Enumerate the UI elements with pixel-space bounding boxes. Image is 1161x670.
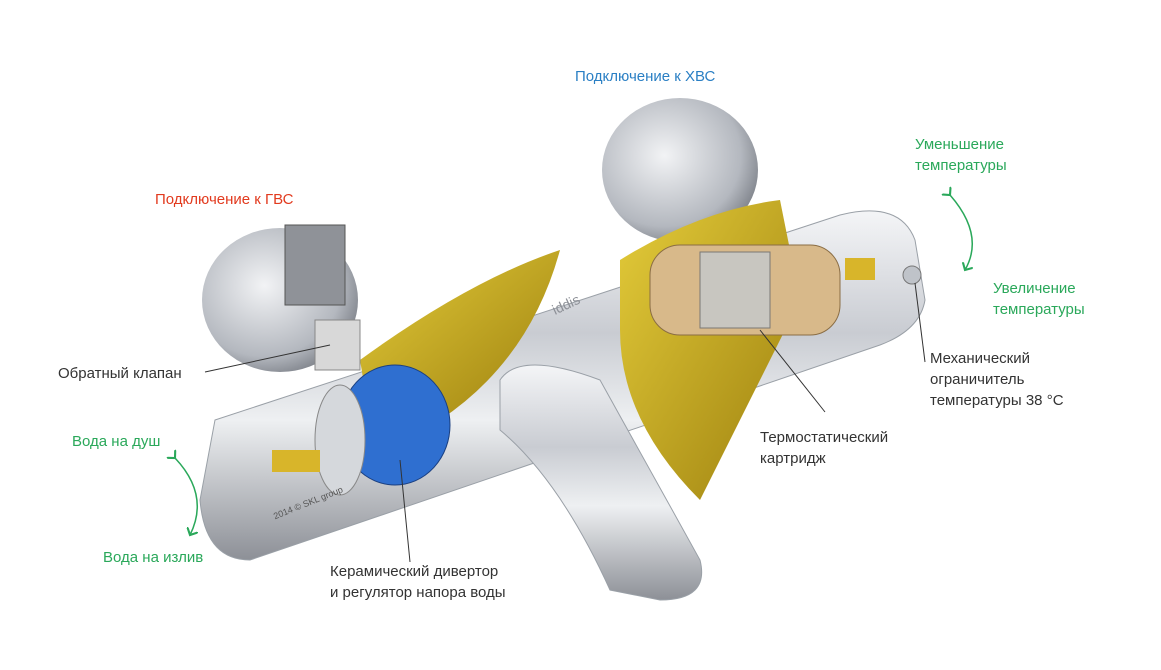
check-valve (314, 319, 361, 371)
spout (499, 364, 702, 601)
line: Уменьшение (915, 136, 1004, 153)
diverter-rotation-arrow (175, 458, 197, 535)
cartridge-filter (699, 251, 771, 329)
hot-inlet-fitting (284, 224, 346, 306)
line: Увеличение (993, 280, 1076, 297)
line: ограничитель (930, 371, 1025, 388)
label-to-shower: Вода на душ (72, 433, 161, 450)
limiter-button (902, 265, 922, 285)
line: Керамический дивертор (330, 563, 499, 580)
line: температуры 38 °С (930, 392, 1064, 409)
line: температуры (915, 157, 1007, 174)
label-to-spout: Вода на излив (103, 549, 204, 566)
label-diverter: Керамический дивертор и регулятор напора… (330, 561, 506, 603)
line: и регулятор напора воды (330, 584, 506, 601)
cartridge-spindle (845, 258, 875, 280)
label-limiter: Механический ограничитель температуры 38… (930, 348, 1064, 411)
label-temp-increase: Увеличение температуры (993, 278, 1085, 320)
label-cold-connection: Подключение к ХВС (575, 68, 716, 85)
diverter-spindle (272, 450, 320, 472)
line: Термостатический (760, 429, 889, 446)
cold-connection-disc (602, 98, 758, 242)
label-thermo-cartridge: Термостатический картридж (760, 427, 888, 469)
label-temp-decrease: Уменьшение температуры (915, 134, 1007, 176)
leader-lines (204, 282, 926, 563)
line: картридж (760, 450, 826, 467)
label-hot-connection: Подключение к ГВС (155, 191, 294, 208)
line: температуры (993, 301, 1085, 318)
temperature-rotation-arrow (950, 195, 972, 270)
line: Механический (930, 350, 1030, 367)
label-check-valve: Обратный клапан (58, 365, 182, 382)
